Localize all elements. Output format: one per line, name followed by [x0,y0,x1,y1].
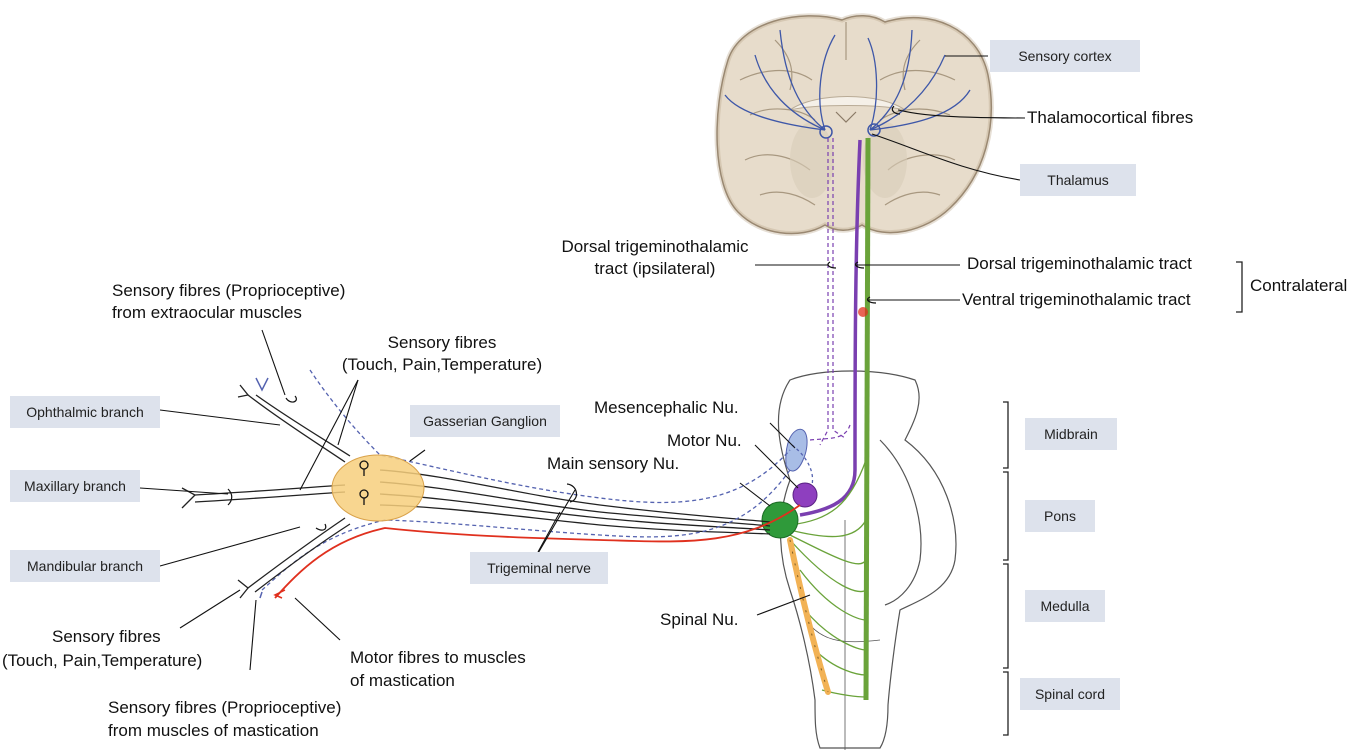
label-trigeminal-nerve: Trigeminal nerve [470,552,608,584]
label-motor-fibres-line1: Motor fibres to muscles [350,648,526,667]
label-midbrain: Midbrain [1025,418,1117,450]
label-proprio-mast-line2: from muscles of mastication [108,721,319,740]
purple-dorsal-tract [799,139,862,517]
mesencephalic-fibre [791,444,814,486]
brain-coronal-section [714,13,994,237]
label-mandibular-branch: Mandibular branch [10,550,160,582]
thalamocortical-fibres [724,29,971,131]
label-dorsal-ipsi-line2: tract (ipsilateral) [594,259,716,278]
label-dorsal-contralateral: Dorsal trigeminothalamic tract [967,254,1192,273]
motor-nucleus [792,482,818,508]
label-motor-nu: Motor Nu. [667,431,742,450]
mesencephalic-crossing-fibre [809,424,851,441]
green-ascending-tract [863,137,871,701]
motor-fibre [274,504,801,599]
label-dorsal-ipsi-line1: Dorsal trigeminothalamic [561,237,749,256]
green-crossing-fibres [789,459,867,698]
label-pons: Pons [1025,500,1095,532]
label-maxillary-branch: Maxillary branch [10,470,140,502]
label-sensory-cortex: Sensory cortex [990,40,1140,72]
gasserian-ganglion [331,454,425,522]
main-sensory-nucleus [761,501,799,539]
thalamus-nuclei [819,123,881,139]
label-gasserian-ganglion: Gasserian Ganglion [410,405,560,437]
label-proprio-eye-line2: from extraocular muscles [112,303,302,322]
label-thalamocortical-fibres: Thalamocortical fibres [1027,108,1194,127]
label-touch-upper-line1: Sensory fibres [387,333,497,352]
label-proprio-mast-line1: Sensory fibres (Proprioceptive) [108,698,342,717]
proprio-ending-jaw [259,591,263,599]
label-proprio-eye-line1: Sensory fibres (Proprioceptive) [112,281,346,300]
label-touch-upper-line2: (Touch, Pain,Temperature) [341,355,543,374]
tract-bracket-marks [227,105,901,531]
proprio-ending-eye [255,377,269,392]
mesencephalic-nucleus [785,428,808,472]
nerve-endings [181,384,250,599]
motor-ending [273,589,286,599]
label-thalamus: Thalamus [1020,164,1136,196]
leader-lines [139,55,1026,671]
trigeminal-nerve-bundle [379,469,771,535]
label-mesencephalic-nu: Mesencephalic Nu. [594,398,739,417]
ganglion-cell-bodies [359,460,369,505]
label-ventral-contralateral: Ventral trigeminothalamic tract [962,290,1191,309]
label-motor-fibres-line2: of mastication [350,671,455,690]
nerve-branches [194,394,351,593]
label-main-sensory-nu: Main sensory Nu. [547,454,680,473]
label-contralateral: Contralateral [1250,276,1348,295]
label-medulla: Medulla [1025,590,1105,622]
proprioceptive-fibre-upper [309,369,791,504]
spinal-nucleus [787,537,831,695]
label-spinal-nu: Spinal Nu. [660,610,739,629]
label-spinal-cord: Spinal cord [1020,678,1120,710]
label-ophthalmic-branch: Ophthalmic branch [10,396,160,428]
label-touch-lower-line1: Sensory fibres [52,627,161,646]
label-touch-lower-line2: (Touch, Pain,Temperature) [2,651,203,670]
region-braces [1003,261,1243,736]
ventral-tract-dot [858,307,868,317]
